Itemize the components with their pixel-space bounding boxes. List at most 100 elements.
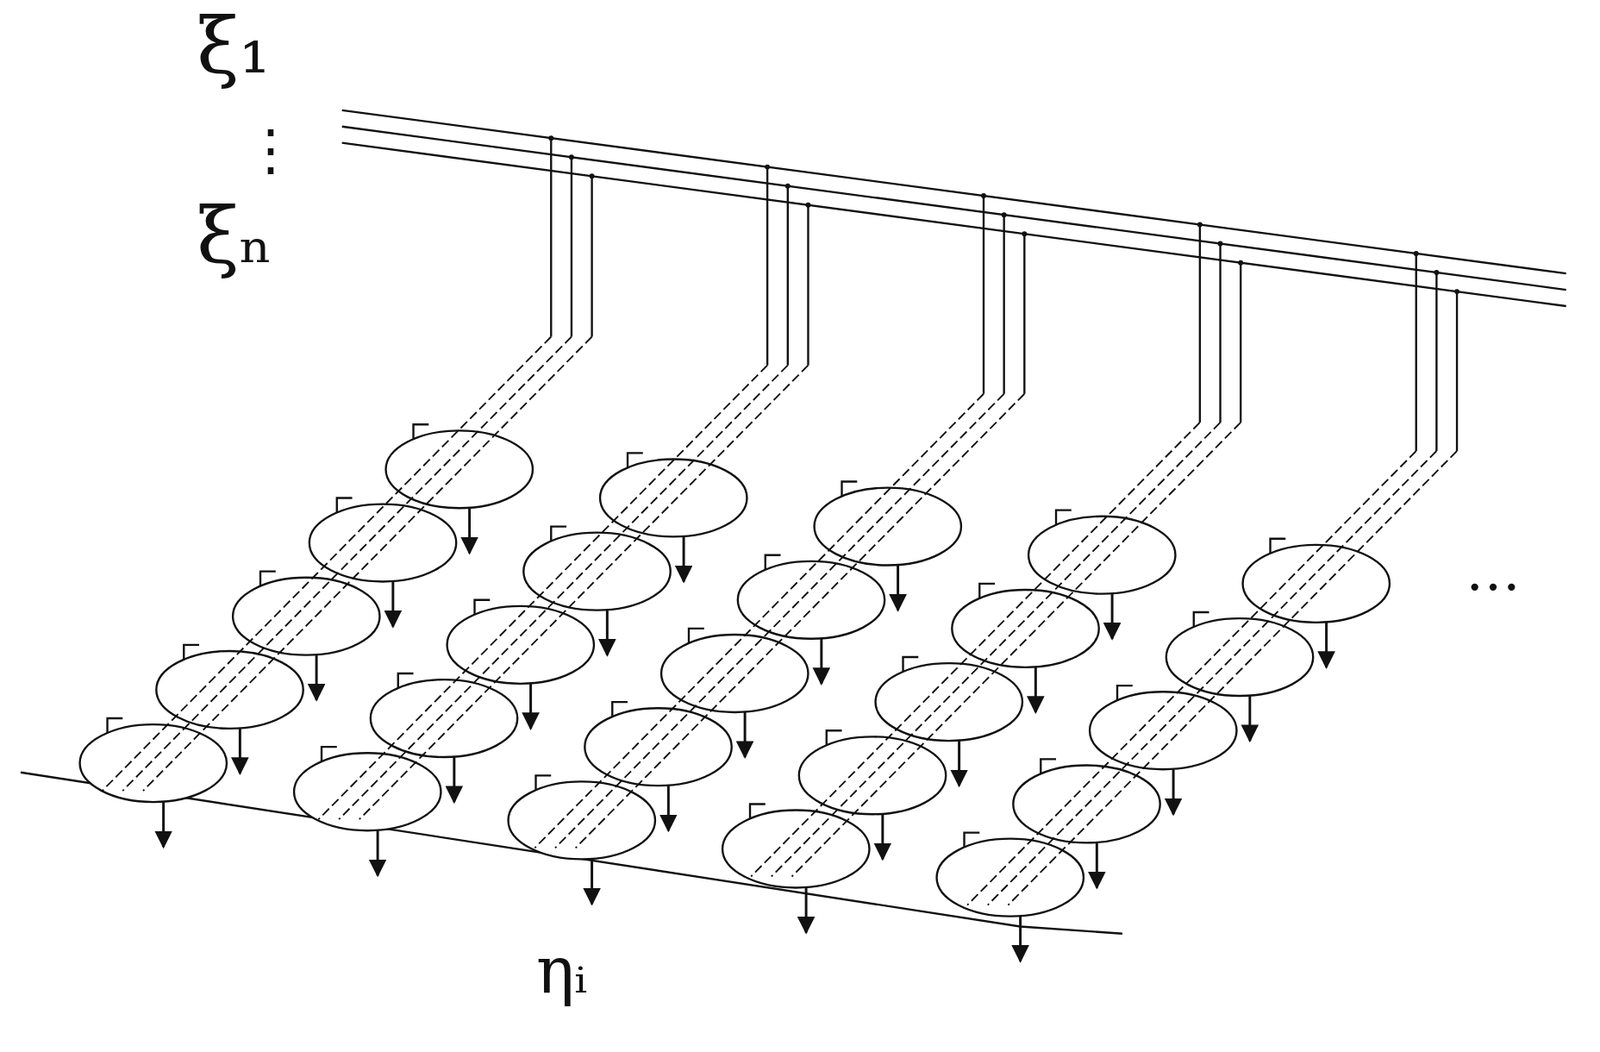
input-bus-line	[342, 143, 1567, 307]
wire-diagonal	[338, 365, 788, 820]
input-wire	[771, 241, 1224, 877]
input-wire	[318, 164, 770, 820]
ellipsis-horizontal: …	[1465, 543, 1521, 599]
cell-input-stub	[550, 526, 567, 542]
input-wire	[555, 212, 1007, 848]
output-arrow	[667, 785, 670, 831]
wire-drop	[1023, 233, 1025, 394]
output-arrow	[805, 887, 808, 932]
output-arrow	[391, 581, 394, 626]
cell-input-stub	[107, 718, 124, 733]
output-arrow	[1248, 695, 1251, 741]
wire-drop	[982, 195, 985, 394]
output-arrow	[896, 565, 900, 611]
output-arrow	[606, 610, 609, 656]
cell-input-stub	[321, 746, 338, 762]
wire-junction	[981, 193, 987, 199]
wire-junction	[1454, 288, 1460, 294]
output-arrow	[452, 756, 456, 802]
cell-body	[737, 561, 885, 639]
wire-drop	[1199, 224, 1201, 422]
wire-junction	[764, 164, 770, 170]
cell-body	[951, 589, 1099, 668]
input-wire	[987, 269, 1440, 906]
output-arrow	[529, 683, 532, 729]
cell-input-stub	[688, 628, 705, 644]
wire-diagonal	[771, 422, 1221, 877]
output-arrow	[1325, 622, 1328, 668]
wire-drop	[1239, 262, 1242, 423]
wire-drop	[787, 186, 789, 366]
output-arrow	[468, 507, 471, 553]
input-wire	[792, 260, 1244, 877]
wire-junction	[1001, 212, 1007, 218]
wire-drop	[806, 205, 809, 366]
cell-input-stub	[964, 832, 981, 848]
wire-junction	[1218, 241, 1224, 247]
wire-junction	[548, 135, 554, 141]
wire-diagonal	[987, 450, 1438, 906]
wire-diagonal	[318, 365, 768, 820]
wire-diagonal	[102, 336, 552, 791]
wire-junction	[785, 183, 791, 189]
neuron-cell	[80, 718, 227, 847]
input-wire	[1007, 288, 1460, 905]
input-bus-line	[342, 110, 1567, 274]
cell-input-stub	[627, 452, 644, 468]
cell-body	[1089, 691, 1237, 769]
wire-junction	[589, 173, 595, 179]
wire-diagonal	[575, 393, 1025, 849]
cell-input-stub	[826, 730, 843, 745]
cell-input-stub	[1056, 510, 1072, 525]
cell-body	[661, 634, 808, 713]
cell-body	[232, 577, 380, 656]
input-wire	[534, 193, 987, 848]
wire-junction	[1197, 222, 1203, 228]
wire-junction	[1237, 260, 1244, 266]
cell-body	[814, 487, 962, 566]
cell-body	[309, 504, 457, 582]
neuron-cell	[508, 775, 656, 904]
cell-body	[1166, 618, 1313, 696]
cell-input-stub	[260, 571, 276, 587]
output-arrow	[819, 638, 823, 684]
input-wire	[967, 250, 1419, 906]
wire-junction	[1413, 250, 1419, 257]
wire-drop	[1456, 291, 1458, 451]
wire-diagonal	[122, 336, 572, 791]
ellipsis-vertical: ⋮	[243, 122, 299, 178]
signal-name: ξₙ	[196, 196, 274, 275]
output-arrow	[376, 830, 380, 875]
cell-input-stub	[413, 424, 430, 439]
signal-name: ηᵢ	[536, 937, 588, 1002]
wire-drop	[1435, 272, 1438, 451]
neuron-cell	[722, 803, 869, 932]
wire-diagonal	[143, 336, 593, 791]
input-bus-line	[342, 126, 1567, 290]
cell-input-stub	[842, 481, 858, 497]
wire-diagonal	[1007, 450, 1457, 906]
cell-body	[447, 606, 594, 684]
cell-input-stub	[475, 600, 491, 615]
wire-drop	[766, 167, 769, 366]
cell-body	[1243, 544, 1390, 623]
cell-input-stub	[765, 555, 782, 570]
input-wire	[338, 183, 791, 819]
cell-body	[293, 752, 441, 831]
cell-input-stub	[536, 775, 552, 790]
output-arrow	[743, 712, 747, 757]
wire-diagonal	[792, 422, 1242, 877]
cell-input-stub	[612, 701, 628, 717]
wire-diagonal	[534, 393, 984, 849]
wire-diagonal	[750, 422, 1200, 877]
input-wire	[359, 202, 812, 819]
wire-drop	[550, 137, 552, 337]
cell-input-stub	[337, 497, 353, 513]
cell-input-stub	[1117, 685, 1133, 700]
cell-input-stub	[183, 644, 200, 660]
output-arrow	[881, 813, 884, 859]
wire-junction	[806, 202, 812, 208]
wire-diagonal	[359, 365, 809, 820]
wire-drop	[570, 156, 573, 337]
cell-body	[1028, 516, 1175, 594]
